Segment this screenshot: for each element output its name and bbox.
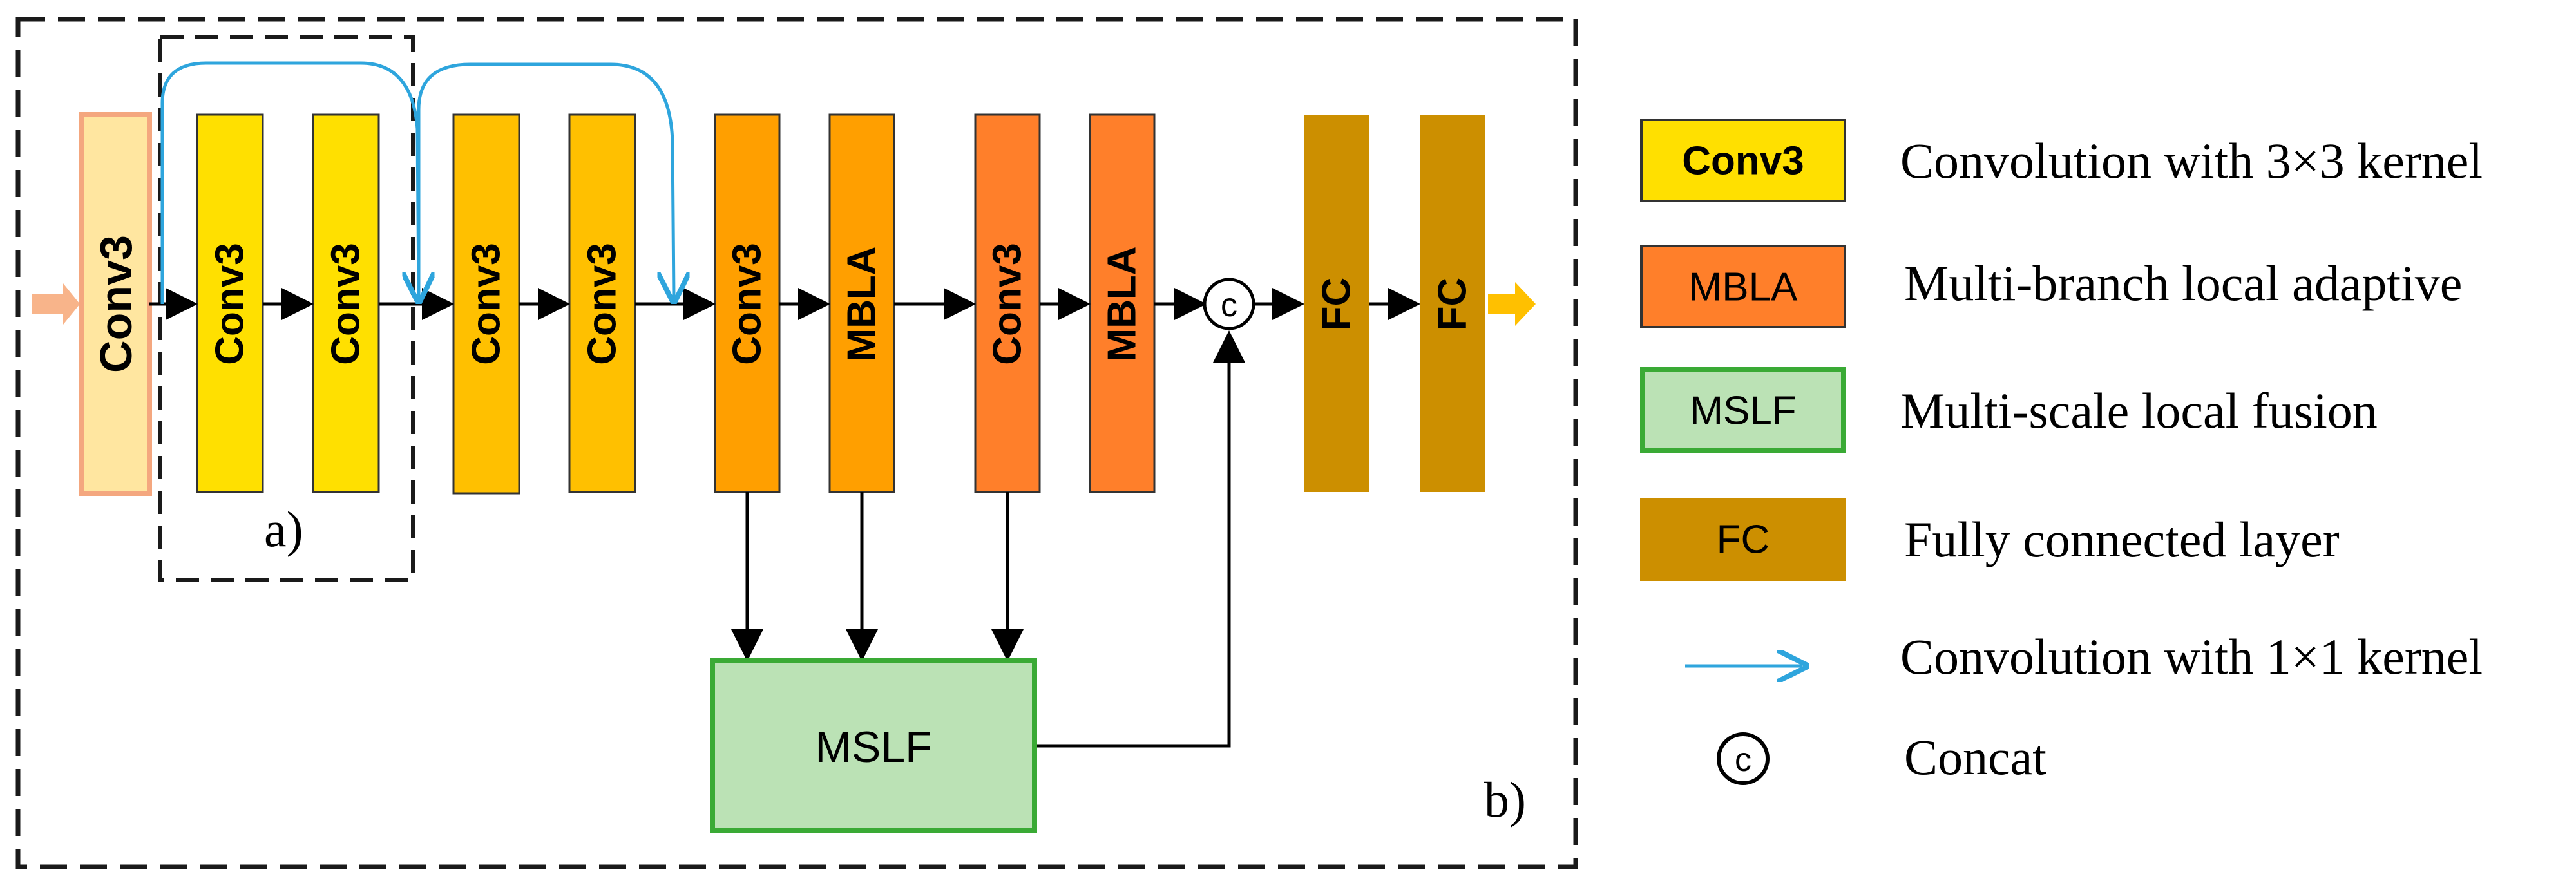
block-label: Conv3 [986, 243, 1030, 365]
legend-item-mbla: MBLA Multi-branch local adaptive [1640, 245, 2462, 328]
block-mslf: MSLF [710, 658, 1037, 833]
legend-text: Convolution with 3×3 kernel [1900, 133, 2483, 189]
label-a: a) [264, 501, 303, 557]
block-fc-1: FC [1304, 115, 1369, 492]
block-fc-2: FC [1420, 115, 1485, 492]
legend-item-concat: c Concat [1717, 729, 2046, 785]
block-conv3-input: Conv3 [79, 112, 152, 496]
legend-swatch-label: MSLF [1690, 389, 1796, 433]
legend-swatch-label: Conv3 [1682, 139, 1804, 184]
legend-text: Fully connected layer [1904, 511, 2340, 567]
flow-arrows [149, 288, 1420, 748]
block-conv3-4: Conv3 [568, 113, 636, 493]
block-conv3-5: Conv3 [714, 113, 781, 493]
block-mbla-2: MBLA [1089, 113, 1156, 493]
block-conv3-a1: Conv3 [196, 113, 264, 493]
block-label: FC [1431, 278, 1475, 331]
mslf-label: MSLF [815, 723, 931, 772]
block-label: MBLA [840, 246, 884, 361]
legend-swatch-label: FC [1717, 518, 1770, 562]
legend-item-fc: FC Fully connected layer [1640, 498, 2340, 581]
output-arrow [1488, 282, 1536, 326]
legend-concat-icon [1717, 732, 1770, 785]
legend-text: Multi-branch local adaptive [1904, 255, 2462, 311]
block-label: Conv3 [464, 243, 509, 365]
legend-swatch-label: MBLA [1689, 265, 1798, 310]
legend-item-1x1-conv: Convolution with 1×1 kernel [1685, 629, 2483, 685]
block-label: FC [1315, 278, 1359, 331]
network-frame [15, 17, 1578, 869]
block-mbla-1: MBLA [828, 113, 895, 493]
legend-swatch-mslf [1640, 367, 1846, 453]
block-conv3-3: Conv3 [452, 113, 520, 495]
legend-swatch-fc [1640, 498, 1846, 581]
block-label: MBLA [1100, 246, 1145, 361]
legend-text: Multi-scale local fusion [1900, 383, 2378, 439]
block-conv3-6: Conv3 [974, 113, 1041, 493]
block-label: Conv3 [208, 243, 253, 365]
legend-text: Concat [1904, 729, 2046, 785]
legend-item-mslf: MSLF Multi-scale local fusion [1640, 367, 2378, 453]
input-arrow [32, 283, 80, 325]
block-label: Conv3 [324, 243, 368, 365]
legend-item-conv3: Conv3 Convolution with 3×3 kernel [1640, 119, 2483, 202]
skip-connections [160, 61, 674, 304]
block-label: Conv3 [580, 243, 625, 365]
label-b: b) [1484, 772, 1526, 828]
legend-swatch-mbla [1640, 245, 1846, 328]
legend-swatch-label: c [1735, 741, 1751, 779]
concat-node: c [1203, 278, 1255, 330]
block-label: Conv3 [725, 243, 770, 365]
block-label: Conv3 [91, 235, 141, 373]
legend: Conv3 Convolution with 3×3 kernel MBLA M… [1640, 119, 2483, 785]
concat-symbol: c [1221, 287, 1237, 324]
block-conv3-a2: Conv3 [312, 113, 380, 493]
residual-unit-frame [158, 35, 415, 582]
legend-swatch-conv3 [1640, 119, 1846, 202]
legend-text: Convolution with 1×1 kernel [1900, 629, 2483, 685]
